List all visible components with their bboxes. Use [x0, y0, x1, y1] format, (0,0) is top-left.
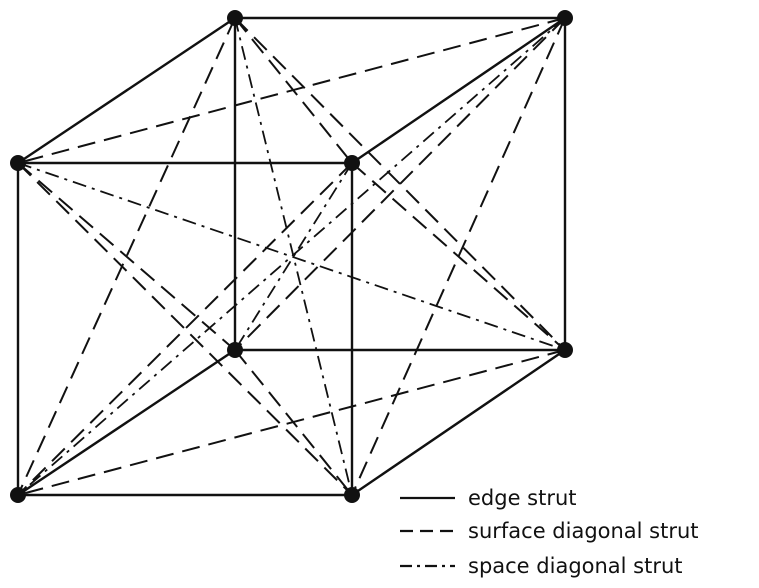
joint-node: [10, 155, 26, 171]
legend-surface-label: surface diagonal strut: [468, 519, 699, 543]
space-diagonal-strut: [234, 17, 353, 496]
edge-struts: [16, 16, 567, 497]
surface-diagonal-strut: [17, 162, 353, 496]
surface-diagonal-strut: [17, 162, 236, 351]
legend-space-label: space diagonal strut: [468, 554, 683, 578]
surface-diagonal-strut: [234, 17, 566, 351]
edge-strut: [16, 16, 237, 165]
joint-node: [227, 10, 243, 26]
space-diagonal-strut: [17, 17, 566, 496]
surface-diagonal-strut: [351, 17, 566, 496]
surface-diagonal-struts: [17, 17, 566, 496]
edge-strut: [350, 16, 567, 165]
edge-strut: [350, 348, 567, 497]
joint-node: [10, 487, 26, 503]
space-diagonal-strut: [234, 162, 353, 351]
surface-diagonal-strut: [17, 349, 566, 496]
surface-diagonal-strut: [17, 17, 566, 164]
space-diagonal-struts: [17, 17, 566, 496]
surface-diagonal-strut: [351, 162, 566, 351]
joint-node: [344, 487, 360, 503]
surface-diagonal-strut: [17, 17, 236, 496]
legend-edge-label: edge strut: [468, 486, 577, 510]
legend: edge strut surface diagonal strut space …: [400, 486, 699, 578]
surface-diagonal-strut: [234, 17, 566, 351]
joint-nodes: [10, 10, 573, 503]
joint-node: [557, 10, 573, 26]
joint-node: [344, 155, 360, 171]
space-diagonal-strut: [17, 162, 566, 351]
surface-diagonal-strut: [17, 162, 353, 496]
edge-strut: [16, 348, 237, 497]
joint-node: [227, 342, 243, 358]
joint-node: [557, 342, 573, 358]
